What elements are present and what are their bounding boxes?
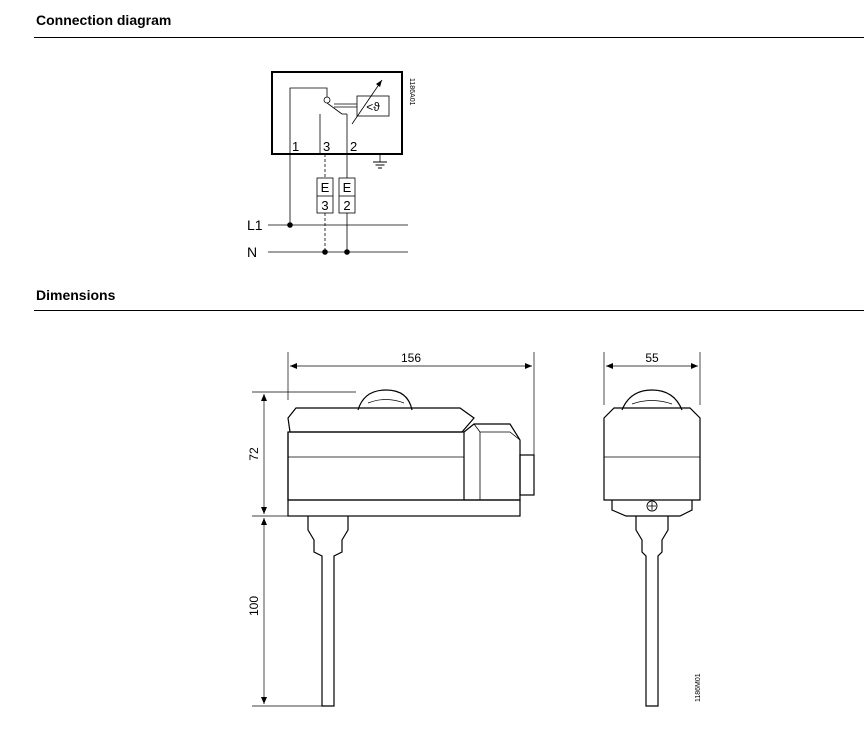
front-view (287, 389, 535, 707)
device-housing-box (271, 71, 403, 155)
load-box-e2 (338, 177, 356, 214)
dim-label-156: 156 (401, 351, 421, 365)
side-view (603, 389, 701, 707)
dim-label-100: 100 (247, 596, 261, 616)
arrow-head-icon (376, 80, 382, 87)
terminal-label-3: 3 (323, 139, 330, 154)
section-divider (34, 37, 864, 38)
drawing-code-1186M01: 1186M01 (695, 673, 702, 702)
line-label-l1: L1 (247, 217, 263, 233)
sensor-box (356, 95, 390, 117)
load-number: 2 (343, 198, 350, 213)
load-box-e3 (316, 177, 334, 214)
dim-label-72: 72 (247, 447, 261, 461)
terminal-label-2: 2 (350, 139, 357, 154)
line-label-n: N (247, 244, 257, 260)
section-divider (34, 310, 864, 311)
section-title-connection: Connection diagram (36, 12, 172, 28)
drawing-code-1186A01: 1186A01 (408, 78, 415, 106)
load-number: 3 (321, 198, 328, 213)
switch-blade (326, 102, 343, 115)
adjustable-arrow (351, 79, 383, 125)
load-letter: E (321, 180, 330, 195)
sensor-symbol: <ϑ (366, 100, 380, 114)
junction-dot (344, 249, 350, 255)
load-letter: E (343, 180, 352, 195)
junction-dot (322, 249, 328, 255)
knob-dome (357, 389, 413, 411)
screw-icon (646, 500, 658, 512)
terminal-label-1: 1 (292, 139, 299, 154)
junction-dot (287, 222, 293, 228)
dim-label-55: 55 (645, 351, 659, 365)
internal-wire-1 (289, 87, 328, 154)
section-title-dimensions: Dimensions (36, 287, 116, 303)
